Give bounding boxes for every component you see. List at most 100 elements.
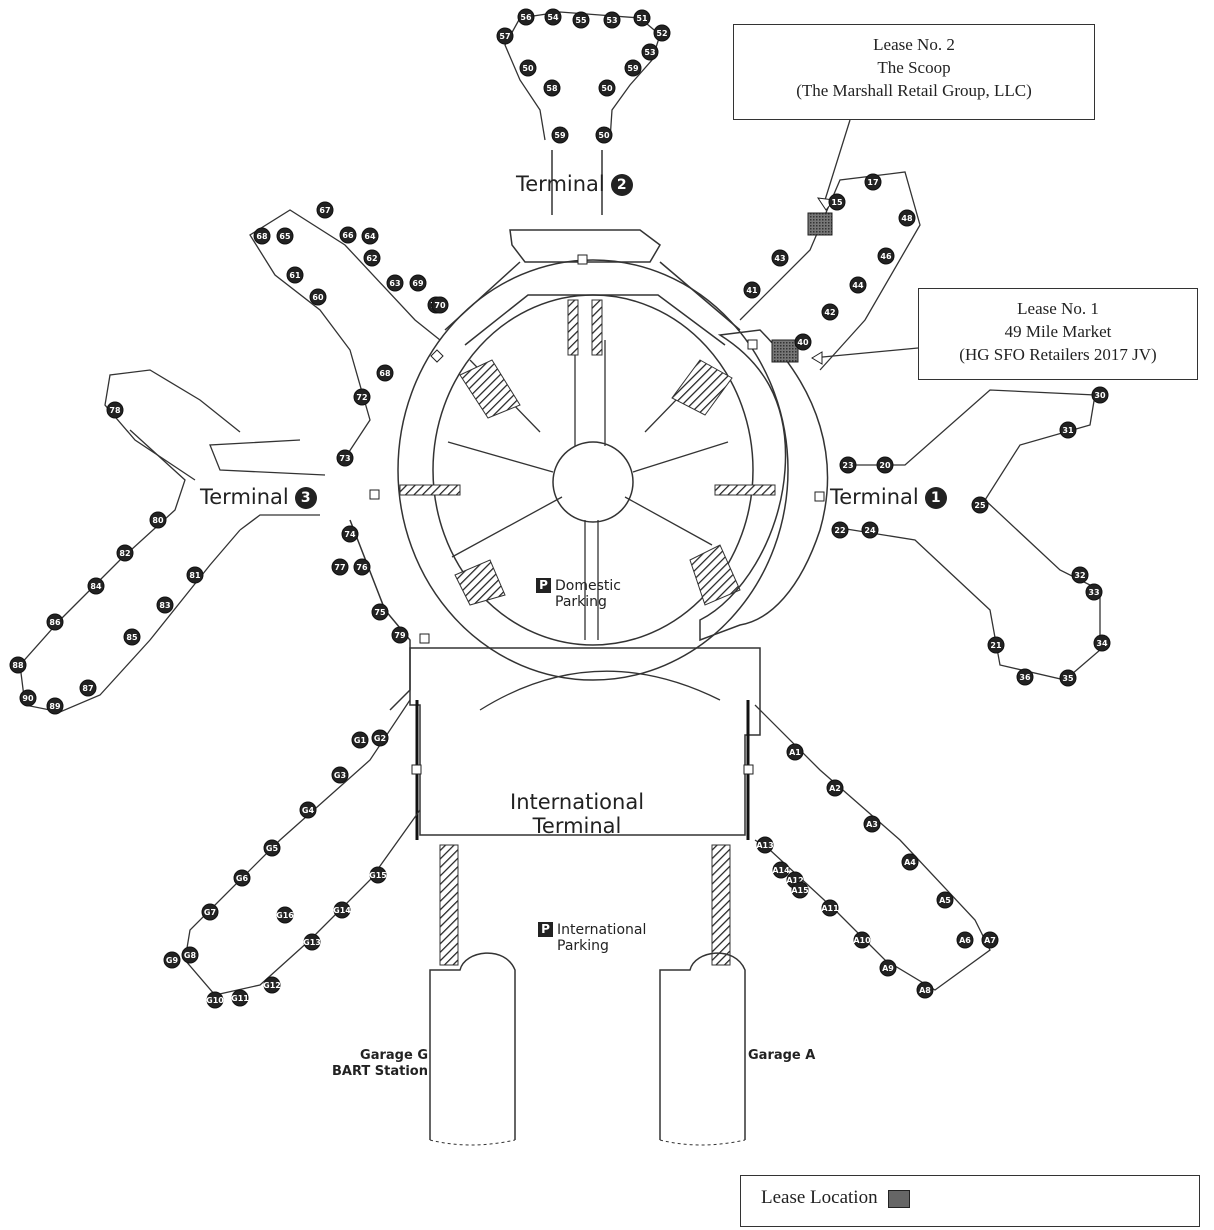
gate-circle [826, 779, 844, 797]
domestic-parking-line2: Parking [555, 594, 607, 610]
gate-marker: A5 [936, 891, 954, 909]
terminal-1-text: Terminal [830, 485, 919, 509]
gate-number: 64 [364, 232, 376, 241]
gate-circle [79, 679, 97, 697]
gate-circle [544, 8, 562, 26]
gate-marker: G13 [303, 933, 321, 951]
gate-number: A15 [791, 886, 809, 895]
lease-2-name: The Scoop [877, 58, 951, 77]
gate-marker: A10 [853, 931, 871, 949]
connector-markers [369, 254, 825, 775]
gate-circle [898, 209, 916, 227]
gate-marker: 89 [46, 697, 64, 715]
gate-number: G16 [276, 911, 294, 920]
gate-marker: 86 [46, 613, 64, 631]
gate-circle [353, 558, 371, 576]
gate-circle [877, 247, 895, 265]
gate-number: 61 [289, 271, 301, 280]
gate-number: 35 [1062, 674, 1074, 683]
gate-number: 82 [119, 549, 130, 558]
gate-number: G1 [354, 736, 367, 745]
gate-marker: 66 [339, 226, 357, 244]
gate-number: A8 [919, 986, 931, 995]
gate-circle [376, 364, 394, 382]
gate-circle [253, 227, 271, 245]
gate-number: G13 [303, 938, 321, 947]
terminal-2-number: 2 [610, 174, 633, 196]
gate-circle [624, 59, 642, 77]
gate-marker: 50 [519, 59, 537, 77]
gate-number: A7 [984, 936, 996, 945]
gate-marker: 59 [624, 59, 642, 77]
gate-circle [1085, 583, 1103, 601]
gate-number: 65 [279, 232, 291, 241]
gate-circle [371, 603, 389, 621]
gate-number: 69 [412, 279, 424, 288]
gate-marker: 48 [898, 209, 916, 227]
gate-marker: 78 [106, 401, 124, 419]
gate-number: 87 [82, 684, 93, 693]
gate-marker: 68 [253, 227, 271, 245]
gate-marker: 40 [794, 333, 812, 351]
domestic-parking-line1: Domestic [555, 578, 621, 594]
gate-number: 75 [374, 608, 386, 617]
gate-number: A9 [882, 964, 894, 973]
gate-marker: 83 [156, 596, 174, 614]
terminal-2-text: Terminal [516, 172, 605, 196]
lease-1-name: 49 Mile Market [1004, 322, 1112, 341]
gate-marker: 67 [316, 201, 334, 219]
gate-circle [391, 626, 409, 644]
gate-circle [603, 11, 621, 29]
parking-structures [399, 299, 776, 966]
gate-number: G2 [374, 734, 386, 743]
international-parking-label: P International Parking [538, 922, 646, 954]
gate-circle [181, 946, 199, 964]
gate-circle [876, 456, 894, 474]
gate-marker: 36 [1016, 668, 1034, 686]
gate-number: 25 [974, 501, 986, 510]
gate-marker: 57 [496, 27, 514, 45]
gate-number: A13 [756, 841, 773, 850]
gate-marker: A7 [981, 931, 999, 949]
gate-marker: 52 [653, 24, 671, 42]
gate-circle [794, 333, 812, 351]
gate-marker: 46 [877, 247, 895, 265]
gate-circle [339, 226, 357, 244]
garage-g-label: Garage G BART Station [306, 1048, 428, 1080]
gate-number: G10 [206, 996, 224, 1005]
gate-circle [386, 274, 404, 292]
gate-circle [201, 903, 219, 921]
gate-marker: 51 [633, 9, 651, 27]
parking-icon: P [536, 578, 551, 593]
gate-circle [1016, 668, 1034, 686]
gate-number: G12 [263, 981, 281, 990]
gate-number: A6 [959, 936, 971, 945]
gate-marker: 84 [87, 577, 105, 595]
lease-2-callout: Lease No. 2 The Scoop (The Marshall Reta… [733, 24, 1095, 120]
gate-marker: 54 [544, 8, 562, 26]
gate-circle [231, 989, 249, 1007]
gate-number: 17 [867, 178, 878, 187]
gate-number: 42 [824, 308, 835, 317]
gate-circle [1093, 634, 1111, 652]
gate-circle [517, 8, 535, 26]
gate-number: 55 [575, 16, 587, 25]
gate-circle [116, 544, 134, 562]
gate-number: 44 [852, 281, 864, 290]
gate-marker: 58 [543, 79, 561, 97]
gate-circle [233, 869, 251, 887]
gate-number: 67 [319, 206, 330, 215]
gate-marker: A8 [916, 981, 934, 999]
gate-number: A5 [939, 896, 951, 905]
gate-marker: 24 [861, 521, 879, 539]
lease-markers [771, 119, 919, 365]
gate-circle [1059, 421, 1077, 439]
gate-marker: G2 [371, 729, 389, 747]
gate-marker: 62 [363, 249, 381, 267]
gate-marker: G11 [231, 989, 249, 1007]
terminal-1-building [699, 171, 1101, 681]
gate-number: 74 [344, 530, 356, 539]
domestic-parking-label: P Domestic Parking [536, 578, 621, 610]
